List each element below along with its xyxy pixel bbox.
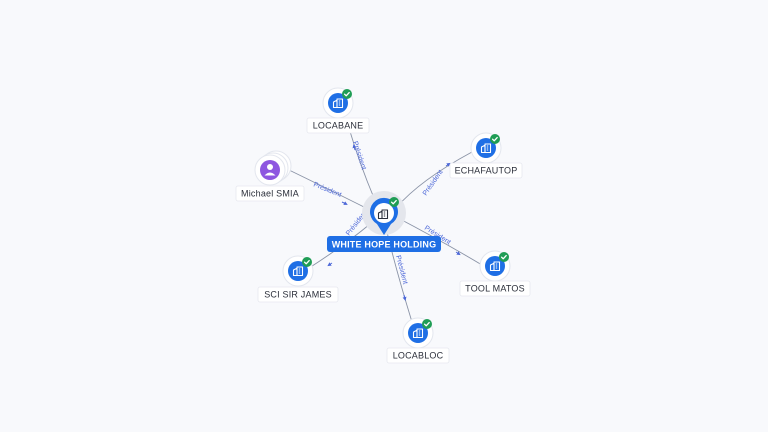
node-label: Michael SMIA — [241, 189, 299, 199]
edge-label: Président — [422, 169, 445, 197]
verified-badge-icon — [490, 134, 500, 144]
edge-label: Président — [312, 181, 342, 199]
edge-label: Président — [351, 140, 367, 170]
verified-badge-icon — [422, 319, 432, 329]
verified-badge-icon — [499, 252, 509, 262]
nodes-layer: LOCABANE ECHAFAUTOP Michael — [235, 87, 531, 364]
node-locabloc[interactable]: LOCABLOC — [386, 317, 450, 364]
center-label: WHITE HOPE HOLDING — [332, 239, 437, 249]
node-echafautop[interactable]: ECHAFAUTOP — [449, 132, 523, 179]
node-label: SCI SIR JAMES — [264, 290, 332, 300]
node-center-white-hope-holding[interactable]: WHITE HOPE HOLDING — [327, 191, 441, 252]
node-label: ECHAFAUTOP — [455, 166, 518, 176]
company-icon — [408, 323, 428, 343]
company-icon — [328, 93, 348, 113]
verified-badge-icon — [342, 89, 352, 99]
edge-center-echafautop[interactable]: Président — [395, 151, 473, 209]
building-icon — [377, 209, 389, 220]
node-label: LOCABLOC — [393, 351, 444, 361]
verified-badge-icon — [389, 197, 399, 207]
node-tool-matos[interactable]: TOOL MATOS — [459, 250, 531, 297]
center-label-bg — [327, 236, 441, 252]
node-locabane[interactable]: LOCABANE — [306, 87, 370, 134]
node-label: TOOL MATOS — [465, 284, 525, 294]
verified-badge-icon — [302, 257, 312, 267]
node-sci-sir-james[interactable]: SCI SIR JAMES — [257, 255, 339, 303]
node-michael-smia[interactable]: Michael SMIA — [235, 150, 305, 202]
person-icon — [260, 160, 280, 180]
company-icon — [476, 138, 496, 158]
node-label: LOCABANE — [313, 121, 364, 131]
company-icon — [288, 261, 308, 281]
company-icon — [485, 256, 505, 276]
edge-center-locabane[interactable]: Président — [347, 124, 375, 199]
edge-label: Président — [394, 255, 408, 285]
